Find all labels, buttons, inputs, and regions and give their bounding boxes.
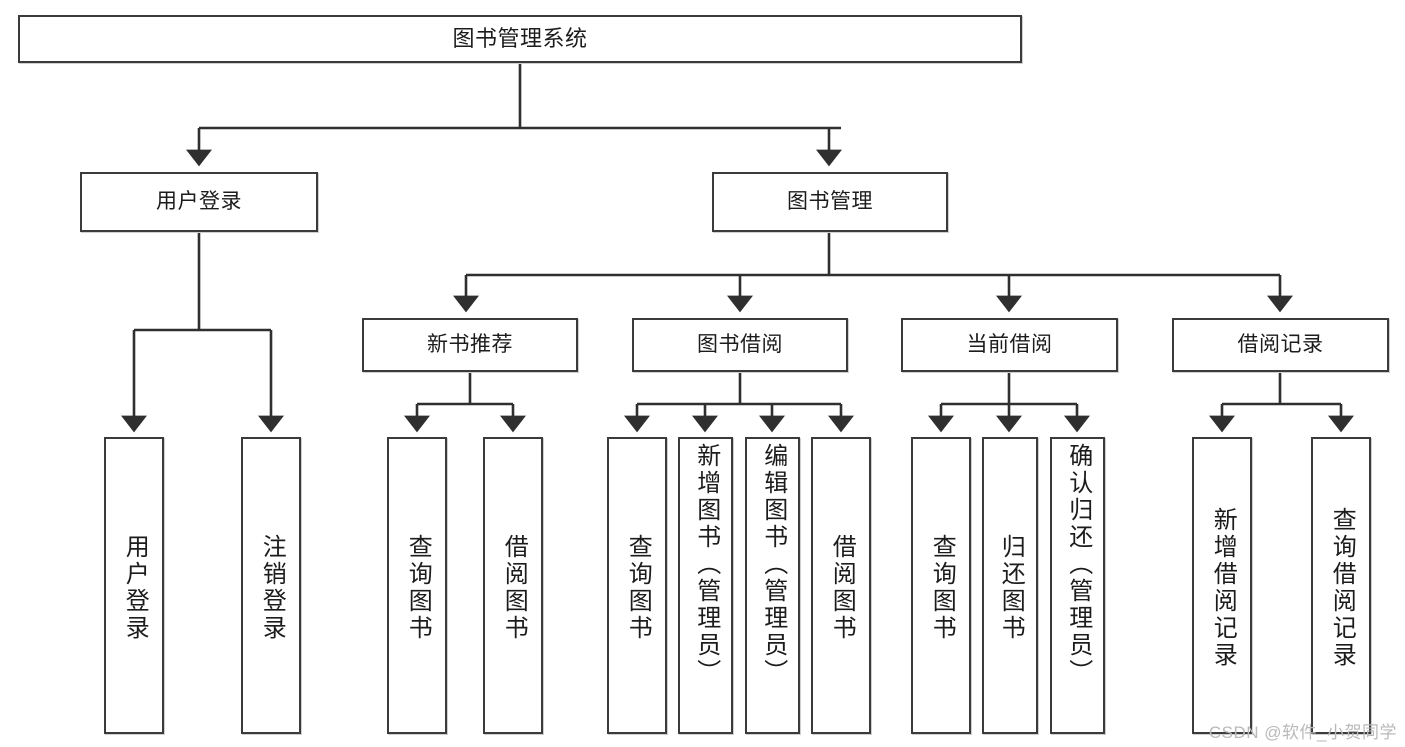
watermark: CSDN @软件_小贺同学 [1208,723,1397,742]
node-label: 新书推荐 [427,332,513,356]
leaf-query-book-current[interactable]: 查询图书 [911,437,971,734]
node-book-borrow[interactable]: 图书借阅 [632,318,848,372]
node-label: 新增借阅记录 [1209,506,1237,669]
node-label: 查询借阅记录 [1328,506,1356,669]
leaf-logout[interactable]: 注销登录 [241,437,301,734]
node-label: 图书管理系统 [452,26,588,52]
node-label: 注销登录 [258,533,286,642]
leaf-query-book-recommend[interactable]: 查询图书 [387,437,447,734]
leaf-query-book-borrow[interactable]: 查询图书 [607,437,667,734]
node-user-login[interactable]: 用户登录 [80,172,318,232]
node-label: 新增图书（管理员） [692,443,720,686]
node-label: 当前借阅 [966,332,1053,356]
node-borrow-records[interactable]: 借阅记录 [1172,318,1389,372]
node-label: 查询图书 [928,533,956,642]
leaf-query-borrow-record[interactable]: 查询借阅记录 [1311,437,1371,734]
node-label: 借阅图书 [500,533,528,642]
leaf-edit-book-admin[interactable]: 编辑图书（管理员） [745,437,800,734]
node-label: 借阅记录 [1237,332,1324,356]
node-label: 确认归还（管理员） [1064,443,1092,686]
node-label: 查询图书 [404,533,432,642]
node-book-management[interactable]: 图书管理 [712,172,948,232]
leaf-borrow-book[interactable]: 借阅图书 [811,437,871,734]
node-label: 图书管理 [787,189,873,213]
leaf-add-book-admin[interactable]: 新增图书（管理员） [678,437,733,734]
leaf-add-borrow-record[interactable]: 新增借阅记录 [1192,437,1252,734]
node-label: 用户登录 [156,189,242,213]
leaf-confirm-return-admin[interactable]: 确认归还（管理员） [1050,437,1105,734]
leaf-return-book[interactable]: 归还图书 [982,437,1038,734]
node-label: 图书借阅 [697,332,783,356]
node-root-system[interactable]: 图书管理系统 [18,15,1022,63]
node-label: 查询图书 [624,533,652,642]
node-label: 用户登录 [121,533,149,642]
leaf-borrow-book-recommend[interactable]: 借阅图书 [483,437,543,734]
node-label: 归还图书 [997,533,1025,642]
leaf-user-login[interactable]: 用户登录 [104,437,164,734]
node-current-borrow[interactable]: 当前借阅 [901,318,1118,372]
node-label: 编辑图书（管理员） [759,443,787,686]
node-new-book-recommend[interactable]: 新书推荐 [362,318,578,372]
node-label: 借阅图书 [828,533,856,642]
